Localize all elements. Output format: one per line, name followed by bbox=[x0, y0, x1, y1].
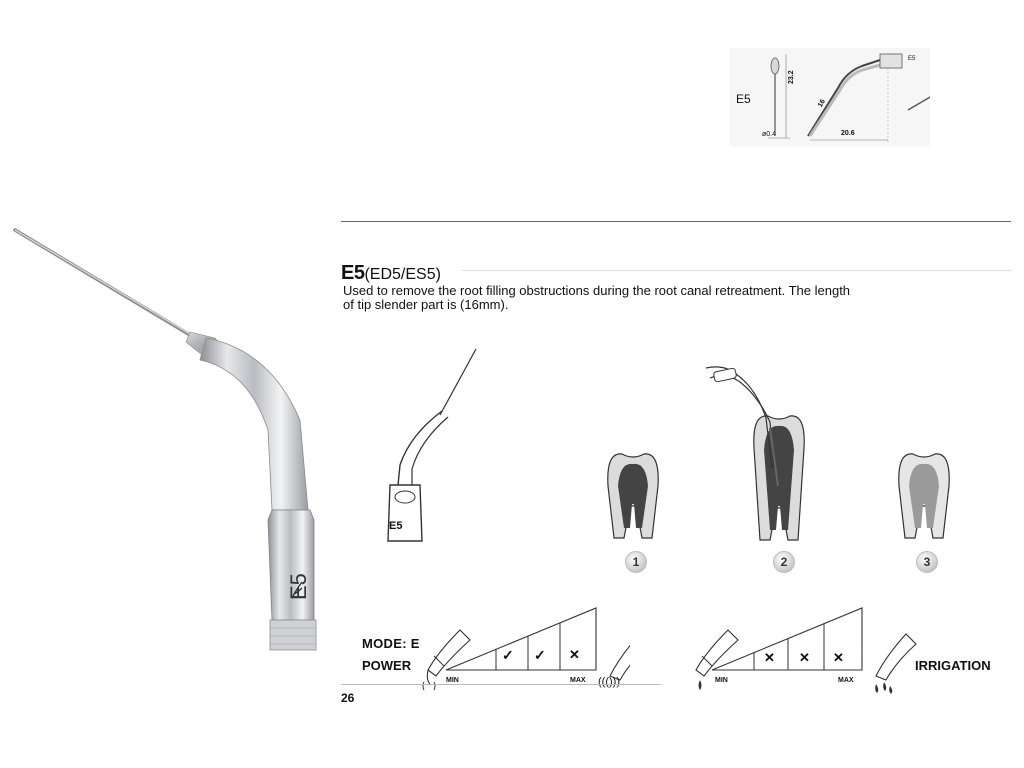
spec-width-dim: 20.6 bbox=[841, 130, 855, 137]
step-number: 3 bbox=[923, 555, 931, 569]
power-label: POWER bbox=[362, 658, 412, 673]
tooth-step-3 bbox=[898, 453, 950, 539]
irrigation-mark-3: ✕ bbox=[833, 650, 844, 665]
spec-drawing bbox=[730, 48, 930, 146]
step-badge-3: 3 bbox=[916, 551, 938, 573]
footer-rule bbox=[341, 684, 661, 685]
power-scale bbox=[422, 607, 630, 691]
description-line-2: of tip slender part is (16mm). bbox=[343, 297, 509, 312]
scaler-tip-illustration bbox=[13, 228, 317, 651]
product-aliases: (ED5/ES5) bbox=[364, 266, 441, 283]
step-number: 2 bbox=[780, 555, 788, 569]
tooth-step-2 bbox=[705, 366, 805, 541]
step-badge-2: 2 bbox=[773, 551, 795, 573]
power-min-label: MIN bbox=[446, 677, 459, 684]
description-line-1: Used to remove the root filling obstruct… bbox=[343, 283, 851, 298]
step-number: 1 bbox=[632, 555, 640, 569]
mode-label: MODE: E bbox=[362, 636, 420, 651]
step-badge-1: 1 bbox=[625, 551, 647, 573]
irrigation-min-label: MIN bbox=[715, 677, 728, 684]
spec-thumb-label: E5 bbox=[908, 56, 916, 62]
product-code: E5 bbox=[341, 262, 365, 284]
section-divider bbox=[341, 221, 1011, 222]
spec-model-label: E5 bbox=[736, 92, 751, 106]
brand-logo-icon bbox=[291, 581, 303, 599]
title-rule bbox=[462, 270, 1012, 271]
irrigation-scale bbox=[695, 607, 917, 694]
product-title: E5(ED5/ES5) bbox=[341, 262, 441, 285]
irrigation-mark-2: ✕ bbox=[799, 650, 810, 665]
irrigation-mark-1: ✕ bbox=[764, 650, 775, 665]
power-mark-1: ✓ bbox=[502, 647, 514, 663]
tooth-step-1 bbox=[607, 453, 659, 539]
power-max-label: MAX bbox=[570, 677, 586, 684]
vibration-icon: ((())) bbox=[598, 676, 620, 688]
power-mark-2: ✓ bbox=[534, 647, 546, 663]
irrigation-label: IRRIGATION bbox=[915, 658, 991, 673]
spec-diameter-dim: ø0.4 bbox=[762, 131, 777, 138]
product-description: Used to remove the root filling obstruct… bbox=[343, 284, 850, 312]
spec-height-dim: 23.2 bbox=[788, 70, 795, 84]
page-number: 26 bbox=[341, 691, 355, 705]
irrigation-max-label: MAX bbox=[838, 677, 854, 684]
power-mark-3: ✕ bbox=[569, 647, 580, 662]
tip-line-drawing bbox=[387, 348, 477, 542]
drawing-label: E5 bbox=[389, 520, 403, 532]
